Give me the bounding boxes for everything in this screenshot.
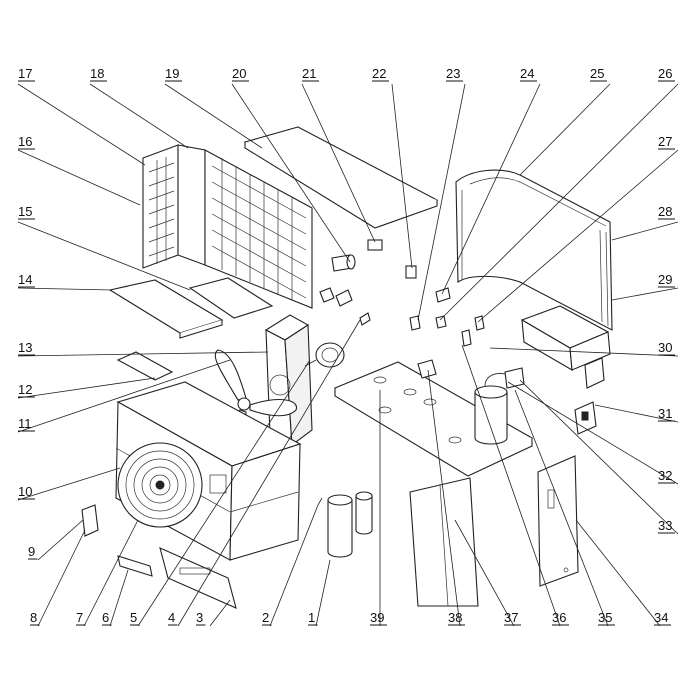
leader-lines xyxy=(17,83,679,627)
callout-33: 33 xyxy=(658,518,672,533)
capacitor xyxy=(331,254,356,272)
evaporator-coil xyxy=(455,169,613,331)
callout-15: 15 xyxy=(18,204,32,219)
callout-5: 5 xyxy=(130,610,137,625)
callout-4: 4 xyxy=(168,610,175,625)
sensor-27 xyxy=(435,315,447,329)
right-panel-34 xyxy=(537,455,579,587)
callout-25: 25 xyxy=(590,66,604,81)
callout-31: 31 xyxy=(658,406,672,421)
callout-24: 24 xyxy=(520,66,534,81)
middle-partition xyxy=(264,314,313,447)
callout-14: 14 xyxy=(18,272,32,287)
callout-10: 10 xyxy=(18,484,32,499)
callout-22: 22 xyxy=(372,66,386,81)
callout-38: 38 xyxy=(448,610,462,625)
callout-16: 16 xyxy=(18,134,32,149)
callout-9: 9 xyxy=(28,544,35,559)
callout-29: 29 xyxy=(658,272,672,287)
callout-32: 32 xyxy=(658,468,672,483)
corner-plate-8 xyxy=(81,504,99,537)
callout-27: 27 xyxy=(658,134,672,149)
callout-6: 6 xyxy=(102,610,109,625)
compressor-1 xyxy=(327,491,373,558)
callout-1: 1 xyxy=(308,610,315,625)
callout-37: 37 xyxy=(504,610,518,625)
callout-3: 3 xyxy=(196,610,203,625)
pressure-switch-23 xyxy=(409,315,421,331)
terminal-block-21 xyxy=(367,239,383,251)
callout-26: 26 xyxy=(658,66,672,81)
callout-18: 18 xyxy=(90,66,104,81)
callout-23: 23 xyxy=(446,66,460,81)
parts-drawing xyxy=(81,126,613,609)
side-grille-frame xyxy=(142,144,313,309)
callout-11: 11 xyxy=(18,416,32,431)
badge-6 xyxy=(117,555,153,577)
callout-34: 34 xyxy=(654,610,668,625)
callout-21: 21 xyxy=(302,66,316,81)
fan-grille xyxy=(117,442,203,528)
base-panel-15 xyxy=(188,277,274,319)
callout-17: 17 xyxy=(18,66,32,81)
callout-2: 2 xyxy=(262,610,269,625)
callout-35: 35 xyxy=(598,610,612,625)
switch xyxy=(574,401,597,435)
small-plate-12 xyxy=(116,351,174,381)
callout-20: 20 xyxy=(232,66,246,81)
valve-24 xyxy=(435,287,451,303)
electrical-box xyxy=(520,305,611,389)
callout-36: 36 xyxy=(552,610,566,625)
callout-19: 19 xyxy=(165,66,179,81)
callout-28: 28 xyxy=(658,204,672,219)
relay-22 xyxy=(405,265,417,279)
callout-39: 39 xyxy=(370,610,384,625)
top-cover xyxy=(243,126,439,229)
callout-30: 30 xyxy=(658,340,672,355)
callout-7: 7 xyxy=(76,610,83,625)
fan-motor xyxy=(304,342,345,368)
callout-8: 8 xyxy=(30,610,37,625)
bracket-38 xyxy=(417,359,437,379)
callout-13: 13 xyxy=(18,340,32,355)
side-panel-37 xyxy=(409,477,479,607)
callout-12: 12 xyxy=(18,382,32,397)
